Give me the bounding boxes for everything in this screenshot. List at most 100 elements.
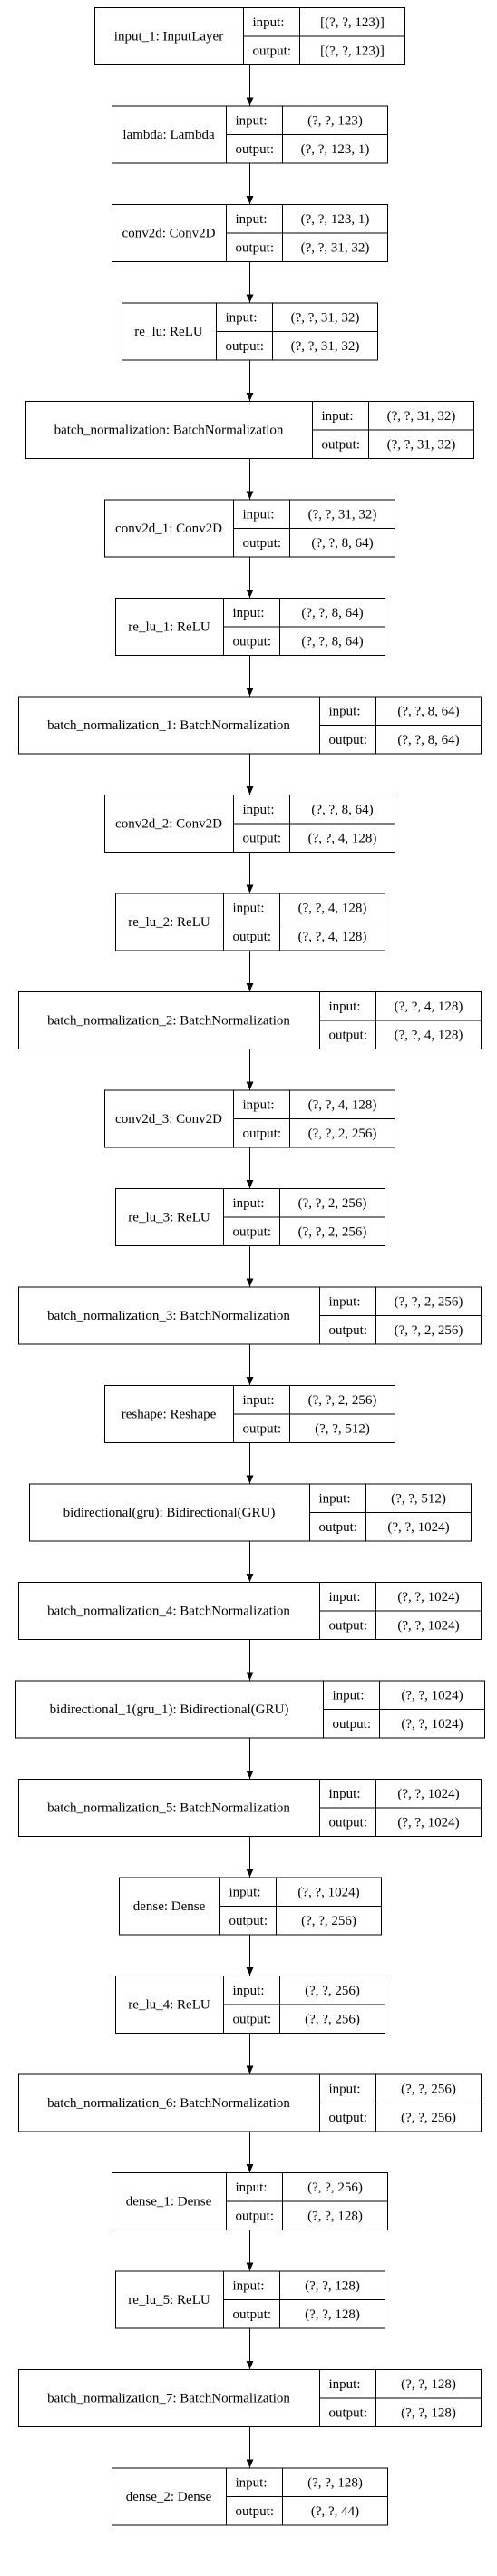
output-shape: (?, ?, 2, 256) [298,1225,367,1239]
output-label: output: [236,240,275,255]
layer-name: re_lu_3: ReLU [128,1211,210,1225]
layer-name: conv2d_3: Conv2D [115,1112,222,1127]
output-label: output: [319,1520,358,1535]
input-label: input: [329,1000,361,1014]
output-label: output: [243,536,282,551]
input-label: input: [236,2181,268,2195]
input-label: input: [329,2082,361,2096]
input-shape: (?, ?, 2, 256) [308,1393,377,1408]
output-shape: (?, ?, 31, 32) [387,437,456,452]
input-label: input: [236,212,268,227]
layer-name: re_lu_1: ReLU [128,620,210,635]
layer-name: conv2d: Conv2D [122,227,216,241]
layer-node: conv2d_3: Conv2D input: output: (?, ?, 4, 1… [104,1089,395,1148]
output-shape: (?, ?, 4, 128) [308,831,377,845]
layer-name: batch_normalization_5: BatchNormalizatio… [47,1801,290,1816]
output-shape: (?, ?, 2, 256) [308,1127,377,1141]
output-shape: (?, ?, 128) [401,2405,456,2420]
input-shape: (?, ?, 8, 64) [311,803,373,817]
input-label: input: [243,507,275,522]
output-label: output: [329,1028,368,1042]
layer-box [18,1582,482,1640]
input-shape: (?, ?, 1024) [397,1787,459,1801]
output-label: output: [233,1225,272,1239]
output-shape: (?, ?, 31, 32) [291,339,360,354]
output-shape: (?, ?, 31, 32) [301,240,370,255]
input-label: input: [233,606,265,620]
layer-node: batch_normalization_7: BatchNormalizatio… [18,2369,482,2427]
input-label: input: [329,704,361,718]
output-label: output: [243,1127,282,1141]
output-label: output: [329,1323,368,1338]
output-label: output: [233,2012,272,2026]
layer-name: lambda: Lambda [122,128,215,142]
output-label: output: [329,1618,368,1633]
input-shape: (?, ?, 4, 128) [395,1000,463,1014]
input-label: input: [243,1098,275,1112]
layer-name: dense: Dense [133,1899,206,1914]
input-shape: (?, ?, 4, 128) [308,1098,377,1112]
input-label: input: [333,1688,365,1703]
output-label: output: [329,733,368,747]
output-shape: (?, ?, 128) [307,2209,363,2223]
input-shape: (?, ?, 31, 32) [291,310,360,325]
output-shape: (?, ?, 8, 64) [301,634,363,649]
output-label: output: [233,930,272,944]
layer-node: batch_normalization_6: BatchNormalizatio… [18,2073,482,2132]
layer-name: dense_1: Dense [126,2195,212,2210]
layer-node: batch_normalization_3: BatchNormalizatio… [18,1286,482,1345]
layer-name: re_lu: ReLU [134,325,203,339]
input-shape: (?, ?, 128) [305,2278,360,2293]
input-shape: (?, ?, 256) [307,2181,363,2195]
input-shape: (?, ?, 512) [391,1491,446,1506]
input-shape: (?, ?, 4, 128) [298,901,367,915]
output-shape: (?, ?, 128) [305,2308,360,2322]
output-label: output: [253,44,292,58]
output-shape: (?, ?, 1024) [397,1618,459,1633]
layer-name: batch_normalization_6: BatchNormalizatio… [47,2096,290,2111]
output-shape: (?, ?, 4, 128) [395,1028,463,1042]
input-label: input: [329,1294,361,1309]
layer-node: bidirectional_1(gru_1): Bidirectional(GR… [15,1680,485,1739]
output-shape: (?, ?, 4, 128) [298,930,367,944]
output-label: output: [233,2308,272,2322]
output-label: output: [322,437,361,452]
input-shape: (?, ?, 123, 1) [301,212,370,227]
input-label: input: [233,901,265,915]
input-label: input: [233,2278,265,2293]
output-shape: (?, ?, 1024) [397,1815,459,1830]
output-shape: (?, ?, 44) [311,2504,359,2519]
output-shape: (?, ?, 8, 64) [311,536,373,551]
input-label: input: [243,1393,275,1408]
input-label: input: [236,113,268,128]
layer-node: batch_normalization_4: BatchNormalizatio… [18,1582,482,1640]
input-shape: (?, ?, 8, 64) [301,606,363,620]
input-label: input: [319,1491,351,1506]
layer-name: batch_normalization: BatchNormalization [54,424,284,438]
layer-name: batch_normalization_1: BatchNormalizatio… [47,718,290,733]
layer-node: dense_1: Dense input: output: (?, ?, 256) (?… [112,2172,388,2230]
layer-name: batch_normalization_2: BatchNormalizatio… [47,1014,290,1029]
layer-name: re_lu_4: ReLU [128,1998,210,2013]
input-shape: (?, ?, 2, 256) [395,1294,463,1309]
output-shape: (?, ?, 123, 1) [301,142,370,157]
layer-node: conv2d: Conv2D input: output: (?, ?, 123, 1… [112,204,388,262]
output-shape: (?, ?, 256) [401,2111,456,2125]
output-label: output: [226,339,265,354]
layer-name: dense_2: Dense [126,2490,212,2504]
layer-name: bidirectional_1(gru_1): Bidirectional(GR… [50,1703,289,1717]
input-label: input: [253,15,285,30]
output-label: output: [236,2209,275,2223]
layer-name: conv2d_2: Conv2D [115,817,222,832]
layer-name: conv2d_1: Conv2D [115,522,222,536]
